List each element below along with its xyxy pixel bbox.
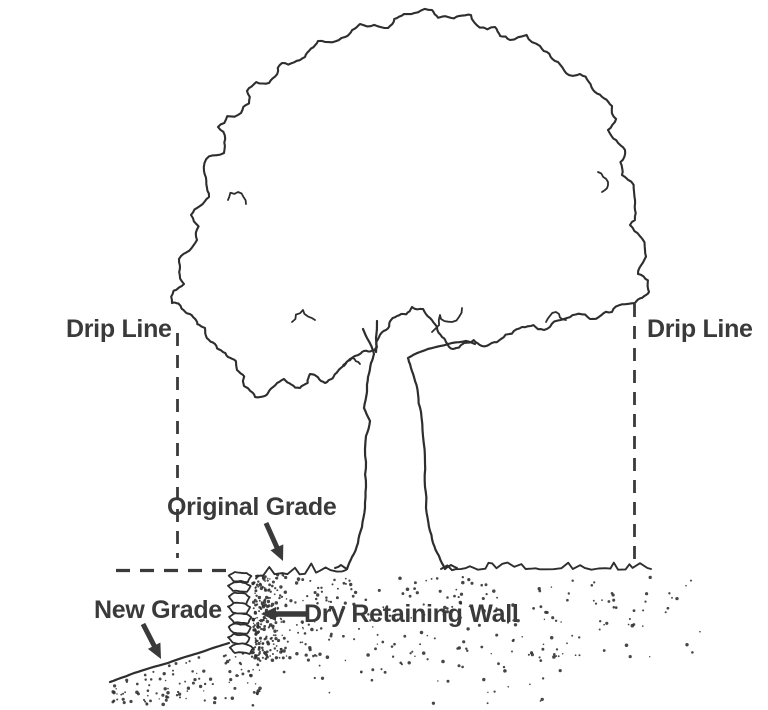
grass-ground-line bbox=[255, 561, 652, 577]
soil-stipple-texture bbox=[111, 573, 701, 707]
original-grade-label: Original Grade bbox=[167, 493, 337, 521]
tree-canopy-outline bbox=[170, 7, 651, 399]
reference-dashed-lines bbox=[116, 304, 636, 573]
drip-line-right-label: Drip Line bbox=[647, 315, 753, 343]
annotation-arrows bbox=[140, 521, 306, 659]
tree-trunk bbox=[334, 319, 477, 571]
new-grade-slope-line bbox=[108, 641, 231, 684]
drip-line-left-label: Drip Line bbox=[66, 315, 172, 343]
dry-retaining-wall-label: Dry Retaining Wall bbox=[304, 600, 519, 628]
dry-retaining-wall-stones bbox=[227, 571, 255, 655]
new-grade-label: New Grade bbox=[94, 596, 222, 624]
